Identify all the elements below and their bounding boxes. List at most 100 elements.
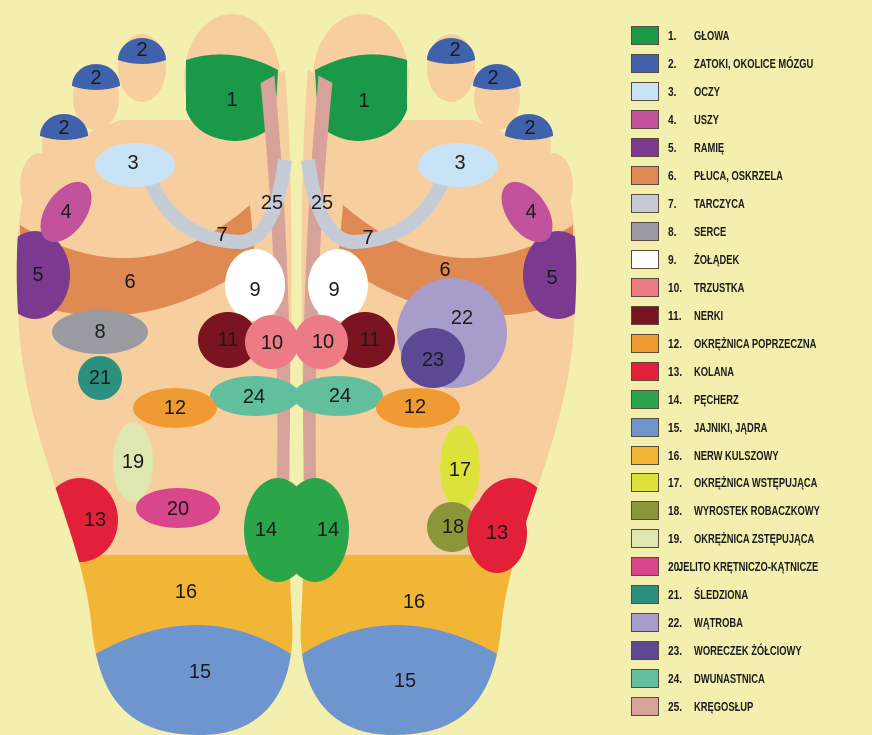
kidney-zone xyxy=(198,312,258,368)
legend-swatch xyxy=(631,222,659,242)
legend-item: 3OCZY xyxy=(631,78,871,106)
spleen-zone xyxy=(78,356,122,400)
legend-item: 10TRZUSTKA xyxy=(631,273,871,301)
duodenum-zone xyxy=(210,376,300,416)
zone-label-15: 15 xyxy=(189,661,211,683)
legend-number: 11 xyxy=(668,308,695,323)
legend-label: ŻOŁĄDEK xyxy=(694,251,740,267)
zone-label-3: 3 xyxy=(127,152,138,174)
legend-item: 21ŚLEDZIONA xyxy=(631,581,871,609)
legend-item: 16NERW KULSZOWY xyxy=(631,441,871,469)
zone-label-15: 15 xyxy=(394,670,416,692)
ears-zone xyxy=(40,181,92,243)
legend-item: 6PŁUCA, OSKRZELA xyxy=(631,162,871,190)
legend-label: NERKI xyxy=(694,307,724,323)
legend-item: 11NERKI xyxy=(631,301,871,329)
legend-item: 22WĄTROBA xyxy=(631,609,871,637)
spine-zone xyxy=(302,70,338,480)
kidney-zone xyxy=(335,312,395,368)
ileocecal-zone xyxy=(136,488,220,528)
stomach-zone xyxy=(308,249,368,321)
zone-label-14: 14 xyxy=(255,519,277,541)
bladder-zone xyxy=(281,478,349,582)
legend-item: 18WYROSTEK ROBACZKOWY xyxy=(631,497,871,525)
head-zone xyxy=(186,54,278,141)
zone-label-22: 22 xyxy=(451,307,473,329)
legend-swatch xyxy=(631,249,659,269)
legend-swatch xyxy=(631,445,659,465)
legend-label: USZY xyxy=(694,112,719,128)
zone-label-2: 2 xyxy=(90,67,101,89)
stomach-zone xyxy=(225,249,285,321)
ovaries-zone xyxy=(85,625,293,735)
zone-label-9: 9 xyxy=(249,279,260,301)
legend-number: 23 xyxy=(668,643,695,658)
zone-label-21: 21 xyxy=(89,367,111,389)
legend-swatch xyxy=(631,110,659,130)
legend-swatch xyxy=(631,82,659,102)
legend-item: 9ŻOŁĄDEK xyxy=(631,246,871,274)
legend-number: 20 xyxy=(668,559,682,574)
lungs-zone xyxy=(338,205,573,316)
legend-number: 17 xyxy=(668,475,695,490)
legend-swatch xyxy=(631,138,659,158)
legend-swatch xyxy=(631,585,659,605)
legend-item: 23WORECZEK ŻÓŁCIOWY xyxy=(631,637,871,665)
zone-label-5: 5 xyxy=(546,267,557,289)
legend-item: 14PĘCHERZ xyxy=(631,385,871,413)
shoulder-zone xyxy=(523,231,577,319)
zone-label-10: 10 xyxy=(312,331,334,353)
legend-swatch xyxy=(631,389,659,409)
legend-swatch xyxy=(631,166,659,186)
legend-swatch xyxy=(631,501,659,521)
pancreas-zone xyxy=(245,315,299,369)
legend-label: RAMIĘ xyxy=(694,140,725,156)
colon-transverse-zone xyxy=(376,388,460,428)
zone-label-12: 12 xyxy=(164,397,186,419)
legend-number: 18 xyxy=(668,503,695,518)
zone-label-10: 10 xyxy=(261,332,283,354)
legend-item: 24DWUNASTNICA xyxy=(631,665,871,693)
legend-label: OKRĘŻNICA POPRZECZNA xyxy=(694,335,817,351)
legend: 1GŁOWA2ZATOKI, OKOLICE MÓZGU3OCZY4USZY5R… xyxy=(631,22,871,720)
appendix-zone xyxy=(427,502,477,552)
legend-item: 20JELITO KRĘTNICZO-KĄTNICZE xyxy=(631,553,871,581)
legend-number: 12 xyxy=(668,336,695,351)
ears-zone xyxy=(501,181,553,243)
legend-label: ŚLEDZIONA xyxy=(694,587,749,603)
legend-label: GŁOWA xyxy=(694,28,730,44)
heart-zone xyxy=(52,310,148,354)
sinus-zone xyxy=(427,38,475,64)
legend-number: 15 xyxy=(668,420,695,435)
sinus-zone xyxy=(505,114,553,140)
legend-label: OKRĘŻNICA ZSTĘPUJĄCA xyxy=(694,531,815,547)
zone-label-25: 25 xyxy=(311,192,333,214)
zone-label-16: 16 xyxy=(403,591,425,613)
legend-swatch xyxy=(631,333,659,353)
zone-label-16: 16 xyxy=(175,581,197,603)
zone-label-3: 3 xyxy=(454,152,465,174)
left-foot xyxy=(16,14,312,735)
legend-swatch xyxy=(631,361,659,381)
zone-label-2: 2 xyxy=(58,117,69,139)
zone-label-1: 1 xyxy=(358,90,369,112)
legend-swatch xyxy=(631,26,659,46)
sinus-zone xyxy=(72,64,120,90)
legend-number: 3 xyxy=(668,84,695,99)
legend-item: 2ZATOKI, OKOLICE MÓZGU xyxy=(631,50,871,78)
legend-label: TARCZYCA xyxy=(694,196,745,212)
duodenum-zone xyxy=(293,376,383,416)
zone-label-25: 25 xyxy=(261,192,283,214)
zone-label-24: 24 xyxy=(243,386,265,408)
legend-item: 17OKRĘŻNICA WSTĘPUJĄCA xyxy=(631,469,871,497)
sinus-zone xyxy=(40,114,88,140)
legend-swatch xyxy=(631,417,659,437)
legend-label: OKRĘŻNICA WSTĘPUJĄCA xyxy=(694,475,818,491)
legend-swatch xyxy=(631,305,659,325)
legend-item: 8SERCE xyxy=(631,218,871,246)
legend-item: 15JAJNIKI, JĄDRA xyxy=(631,413,871,441)
legend-swatch xyxy=(631,54,659,74)
zone-label-4: 4 xyxy=(525,201,536,223)
